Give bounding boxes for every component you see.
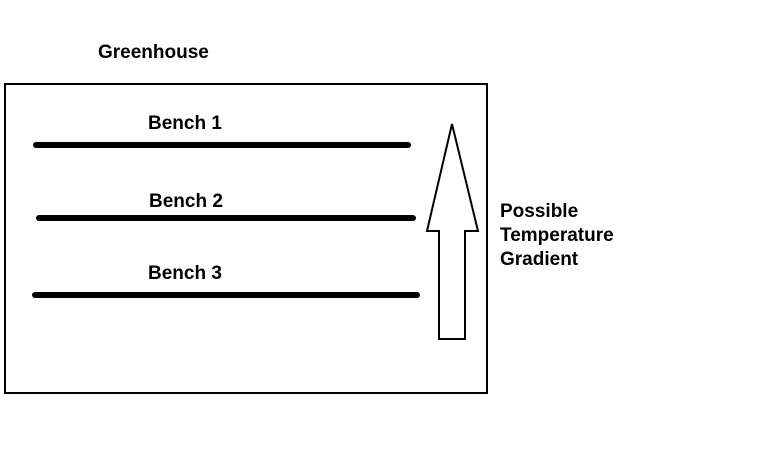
gradient-label-line-2: Temperature xyxy=(500,225,614,246)
gradient-label-line-3: Gradient xyxy=(500,249,579,270)
bench-1-label: Bench 1 xyxy=(148,113,222,134)
bench-3-label: Bench 3 xyxy=(148,263,222,284)
gradient-label: Possible Temperature Gradient xyxy=(500,200,614,272)
up-arrow-icon xyxy=(425,123,480,340)
greenhouse-outline xyxy=(4,83,488,394)
diagram-title: Greenhouse xyxy=(98,42,209,63)
gradient-label-line-1: Possible xyxy=(500,201,579,222)
bench-2-label: Bench 2 xyxy=(149,191,223,212)
